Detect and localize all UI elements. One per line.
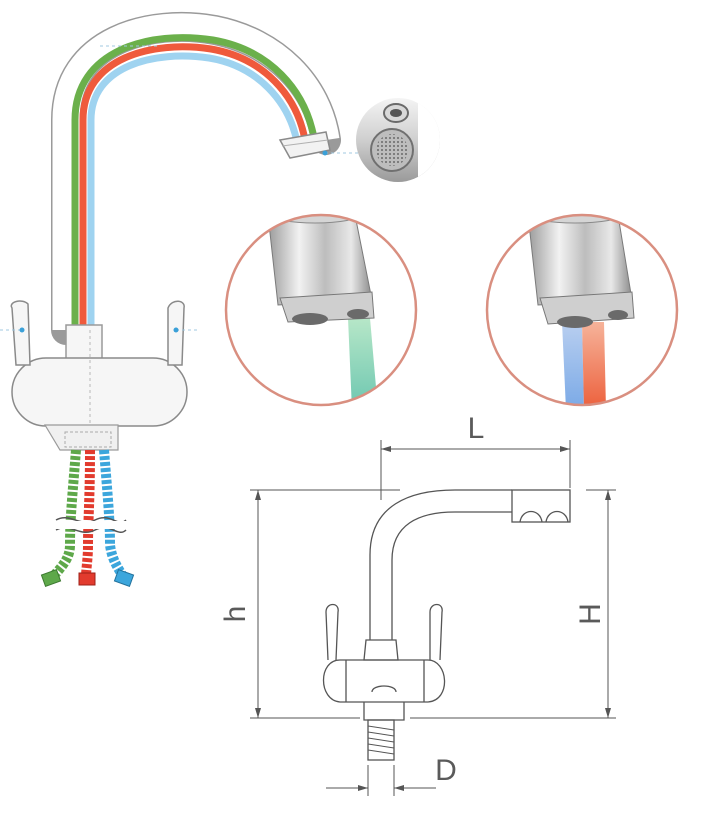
- filtered-water-ring: [224, 213, 418, 407]
- cutaway-faucet: [0, 11, 370, 588]
- cold-hose-fitting: [113, 568, 135, 588]
- filtered-water-stream: [348, 318, 378, 405]
- cold-water-hose: [99, 449, 129, 581]
- total-height-label: H: [574, 603, 607, 625]
- length-label: L: [468, 412, 485, 445]
- filtered-hose-fitting: [40, 568, 62, 588]
- filtered-water-hose: [48, 449, 81, 582]
- hot-water-stream: [582, 322, 606, 405]
- dimension-drawing: [250, 440, 616, 796]
- mixed-water-ring: [485, 213, 679, 407]
- cold-water-stream: [562, 322, 584, 405]
- braided-hoses: [40, 449, 135, 588]
- outlet-height-label: h: [219, 606, 252, 623]
- aerator-closeup: [356, 98, 440, 182]
- dimension-total-height: [410, 489, 616, 719]
- dimension-outlet-height: [250, 489, 400, 719]
- dimension-length: [380, 440, 571, 500]
- hot-water-pipe: [79, 43, 309, 330]
- mixed-water-closeup: [485, 213, 679, 407]
- filtered-water-pipe: [71, 34, 318, 330]
- right-lever: [167, 300, 185, 366]
- cutaway-body: [11, 357, 188, 427]
- outline-faucet: [322, 489, 571, 761]
- dimension-connector-diameter: [326, 765, 436, 796]
- spout-tip: [278, 131, 331, 159]
- hot-hose-fitting: [78, 572, 96, 586]
- cutaway-body-base: [43, 424, 119, 451]
- cold-water-pipe: [87, 52, 301, 330]
- left-lever: [10, 300, 31, 366]
- connector-diameter-label: D: [435, 754, 457, 787]
- hot-water-hose: [81, 449, 95, 579]
- filtered-water-closeup: [224, 213, 418, 407]
